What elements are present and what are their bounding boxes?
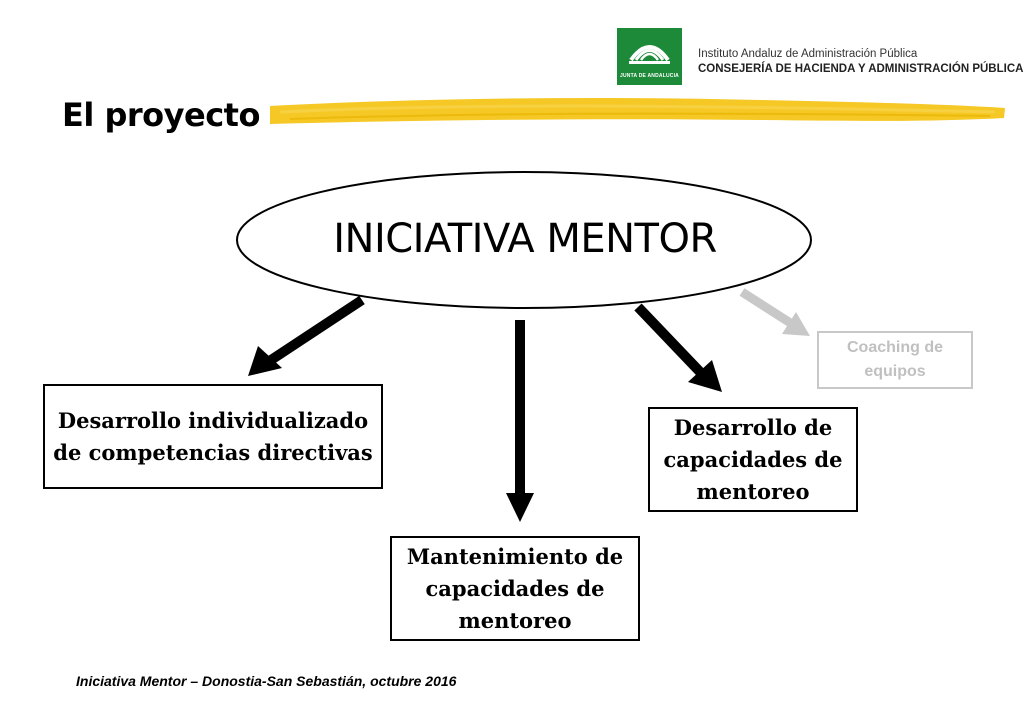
- arrow-left-head: [248, 346, 282, 376]
- slide-footer: Iniciativa Mentor – Donostia-San Sebasti…: [76, 673, 457, 689]
- arrow-far-right-head: [782, 312, 810, 336]
- arrow-right-shaft: [634, 303, 706, 378]
- node-right-label: Desarrollo de capacidades de mentoreo: [663, 414, 843, 504]
- node-left: Desarrollo individualizado de competenci…: [43, 384, 383, 489]
- arrow-middle-head: [506, 493, 534, 522]
- node-left-label: Desarrollo individualizado de competenci…: [53, 407, 373, 465]
- organization-name: Instituto Andaluz de Administración Públ…: [698, 47, 1023, 77]
- node-far-right-label: Coaching de equipos: [846, 339, 943, 380]
- arch-emblem-icon: [629, 45, 670, 64]
- node-middle: Mantenimiento de capacidades de mentoreo: [390, 536, 640, 641]
- org-line-consejeria: CONSEJERÍA DE HACIENDA Y ADMINISTRACIÓN …: [698, 63, 1024, 75]
- node-far-right: Coaching de equipos: [817, 331, 973, 389]
- slide-title: El proyecto: [62, 96, 260, 134]
- org-line-institute: Instituto Andaluz de Administración Públ…: [698, 48, 918, 60]
- junta-andalucia-logo: JUNTA DE ANDALUCIA: [617, 28, 682, 85]
- node-right: Desarrollo de capacidades de mentoreo: [648, 407, 858, 512]
- center-node-label: INICIATIVA MENTOR: [333, 216, 717, 262]
- center-ellipse: [236, 171, 812, 309]
- arrow-right-head: [688, 360, 722, 392]
- logo-caption: JUNTA DE ANDALUCIA: [620, 73, 679, 79]
- node-middle-label: Mantenimiento de capacidades de mentoreo: [406, 543, 624, 633]
- arrow-left-shaft: [265, 295, 365, 367]
- arrow-far-right-shaft: [739, 288, 795, 328]
